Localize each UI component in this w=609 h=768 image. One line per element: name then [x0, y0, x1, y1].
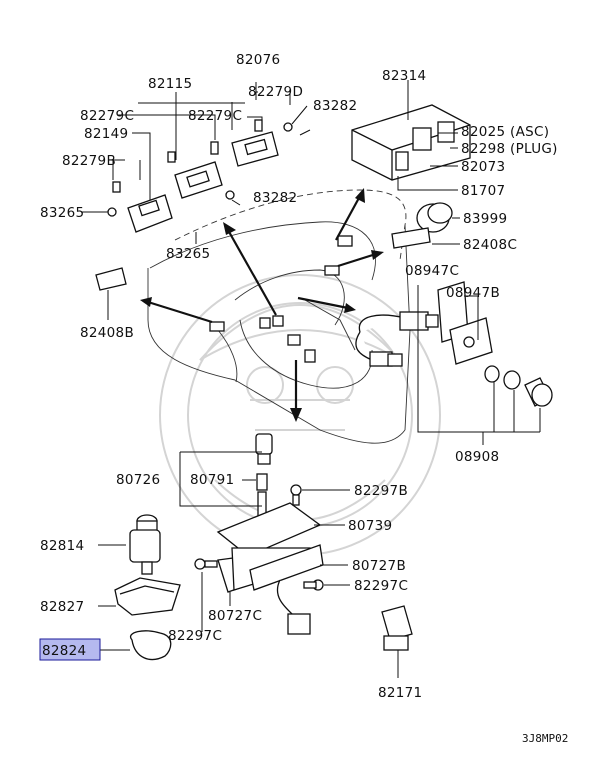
leaders-upper-left — [82, 82, 311, 244]
label-82824: 82824 — [42, 643, 86, 659]
label-82025: 82025 (ASC) — [461, 124, 549, 140]
switch-80791 — [179, 433, 273, 519]
label-83265-mid: 83265 — [166, 246, 210, 262]
switch-82076 — [231, 131, 279, 167]
label-08908: 08908 — [455, 449, 499, 465]
label-82827: 82827 — [40, 599, 84, 615]
label-80727B: 80727B — [352, 558, 406, 574]
label-83265-left: 83265 — [40, 205, 84, 221]
label-82314: 82314 — [382, 68, 426, 84]
label-83999: 83999 — [463, 211, 507, 227]
label-80727C: 80727C — [208, 608, 262, 624]
label-83282-top: 83282 — [313, 98, 357, 114]
label-82297B: 82297B — [354, 483, 408, 499]
label-82171: 82171 — [378, 685, 422, 701]
harness-08908 — [355, 281, 553, 445]
label-82115: 82115 — [148, 76, 192, 92]
cover-82408B — [95, 267, 127, 320]
label-82408C: 82408C — [463, 237, 517, 253]
switch-82149 — [127, 194, 173, 233]
label-82279C-a: 82279C — [80, 108, 134, 124]
label-80739: 80739 — [348, 518, 392, 534]
switch-82814 — [98, 514, 161, 575]
bracket-80727B — [249, 544, 348, 591]
label-08947B: 08947B — [446, 285, 500, 301]
plate-82824 — [100, 630, 172, 661]
bezel-82827 — [98, 577, 181, 616]
bulbs-sockets — [107, 119, 293, 217]
callout-arrows — [140, 188, 384, 422]
label-83282-mid: 83282 — [253, 190, 297, 206]
label-82297C-right: 82297C — [354, 578, 408, 594]
label-81707: 81707 — [461, 183, 505, 199]
diagram-code: 3J8MP02 — [522, 732, 568, 745]
highlight-82824 — [39, 638, 101, 661]
label-82298: 82298 (PLUG) — [461, 141, 558, 157]
label-82279B: 82279B — [62, 153, 116, 169]
cover-82408C — [391, 227, 460, 249]
label-82814: 82814 — [40, 538, 84, 554]
knob-83999 — [416, 202, 460, 233]
label-82297C-bottom: 82297C — [168, 628, 222, 644]
label-82279C-b: 82279C — [188, 108, 242, 124]
part-labels: 82314 82076 82115 82279D 82279C 82279C 8… — [40, 52, 568, 745]
label-82279D: 82279D — [248, 84, 303, 100]
switch-82171 — [381, 605, 413, 678]
label-82149: 82149 — [84, 126, 128, 142]
switch-82314-asc — [351, 80, 471, 191]
label-82408B: 82408B — [80, 325, 134, 341]
label-80791: 80791 — [190, 472, 234, 488]
bolts-82297 — [194, 484, 350, 632]
label-08947C: 08947C — [405, 263, 459, 279]
label-82073: 82073 — [461, 159, 505, 175]
label-82076: 82076 — [236, 52, 280, 68]
label-80726: 80726 — [116, 472, 160, 488]
switch-82115 — [174, 161, 223, 199]
connector-harness-lower — [277, 579, 311, 635]
